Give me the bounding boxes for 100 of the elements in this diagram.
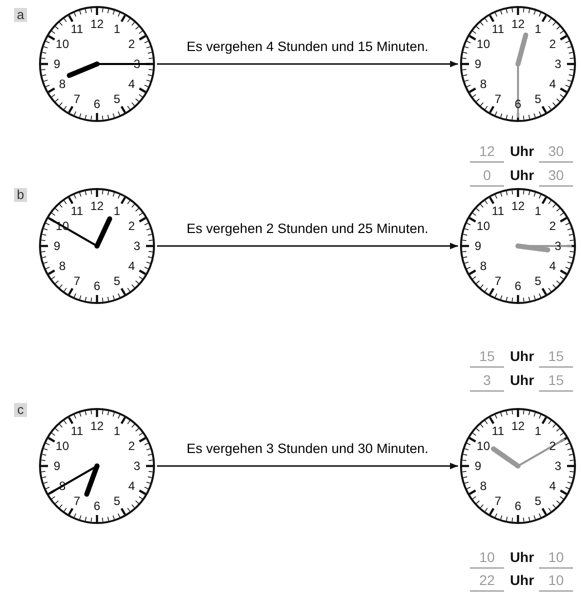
- clock-numeral: 7: [74, 92, 80, 105]
- clock-numeral: 2: [549, 440, 556, 452]
- clock-numeral: 7: [74, 494, 80, 507]
- clock-numeral: 5: [534, 274, 542, 287]
- clock-numeral: 8: [59, 78, 66, 90]
- clock-numeral: 12: [90, 18, 104, 30]
- clock-numeral: 4: [549, 260, 556, 272]
- clock-numeral: 5: [114, 92, 120, 105]
- clock-numeral: 2: [128, 38, 135, 50]
- clock-numeral: 11: [70, 23, 84, 36]
- clock-numeral: 11: [492, 425, 504, 438]
- unit-word: Uhr: [510, 549, 534, 565]
- answer-value: 3: [483, 372, 491, 388]
- clock-numeral: 6: [514, 280, 522, 292]
- clock-numeral: 9: [474, 58, 482, 70]
- clock-numeral: 9: [474, 240, 482, 252]
- clock-numeral: 9: [54, 460, 60, 472]
- clock-numeral: 1: [114, 205, 120, 218]
- clock-numeral: 4: [549, 78, 556, 90]
- clock-face: [459, 407, 577, 525]
- clock-face: [459, 187, 577, 305]
- edge-label: Es vergehen 2 Stunden und 25 Minuten.: [186, 221, 430, 237]
- clock-numeral: 6: [514, 98, 522, 110]
- clock-numeral: 9: [54, 58, 60, 70]
- clock-numeral: 1: [114, 425, 120, 438]
- clock-numeral: 1: [534, 23, 542, 36]
- unit-word: Uhr: [510, 372, 534, 388]
- clock-numeral: 12: [511, 200, 525, 212]
- clock-numeral: 10: [56, 38, 70, 50]
- clock-numeral: 3: [554, 460, 562, 472]
- clock-face: [459, 5, 577, 123]
- clock-numeral: 7: [494, 274, 502, 287]
- clock-face: [38, 187, 156, 305]
- clock-face: [38, 407, 156, 525]
- edge-label: Es vergehen 4 Stunden und 15 Minuten.: [186, 39, 430, 55]
- unit-word: Uhr: [510, 348, 534, 364]
- clock-numeral: 4: [128, 260, 135, 272]
- answer-value: 15: [548, 348, 564, 364]
- edge-label: Es vergehen 3 Stunden und 30 Minuten.: [186, 441, 430, 457]
- clock-numeral: 10: [56, 440, 70, 452]
- clock-numeral: 7: [74, 274, 80, 287]
- clock-numeral: 6: [94, 98, 100, 110]
- arrow: [157, 462, 458, 470]
- answer-value: 10: [548, 549, 564, 565]
- clock-numeral: 5: [114, 274, 120, 287]
- clock-numeral: 1: [534, 205, 542, 218]
- clock-numeral: 8: [480, 78, 487, 90]
- clock-numeral: 3: [554, 240, 562, 252]
- clock-numeral: 5: [534, 92, 542, 105]
- task-letter: c: [14, 403, 27, 417]
- clock-numeral: 8: [59, 260, 66, 272]
- clock-numeral: 4: [128, 480, 135, 492]
- clock-numeral: 5: [114, 494, 120, 507]
- clock-numeral: 9: [474, 460, 482, 472]
- clock-numeral: 6: [514, 500, 522, 512]
- arrow: [157, 60, 458, 68]
- arrow: [157, 242, 458, 250]
- clock-numeral: 11: [70, 205, 84, 218]
- clock-numeral: 10: [476, 220, 490, 232]
- answer-value: 15: [479, 348, 495, 364]
- answer-value: 0: [483, 167, 491, 183]
- clock-numeral: 12: [511, 420, 525, 432]
- task-letter: b: [14, 188, 27, 202]
- clock-numeral: 6: [94, 280, 100, 292]
- clock-numeral: 11: [492, 205, 504, 218]
- clock-numeral: 3: [134, 240, 140, 252]
- clock-numeral: 2: [128, 220, 135, 232]
- clock-face: [38, 5, 156, 123]
- unit-word: Uhr: [510, 143, 534, 159]
- clock-numeral: 1: [114, 23, 120, 36]
- clock-numeral: 7: [494, 92, 502, 105]
- clock-numeral: 10: [476, 38, 490, 50]
- answer-value: 10: [479, 549, 495, 565]
- clock-numeral: 3: [134, 460, 140, 472]
- task-letter: a: [14, 8, 27, 22]
- unit-word: Uhr: [510, 167, 534, 183]
- clock-numeral: 12: [90, 420, 104, 432]
- answer-value: 15: [548, 372, 564, 388]
- answer-value: 30: [548, 167, 564, 183]
- answer-value: 10: [548, 572, 564, 588]
- unit-word: Uhr: [510, 572, 534, 588]
- clock-numeral: 4: [549, 480, 556, 492]
- clock-numeral: 2: [549, 220, 556, 232]
- clock-numeral: 2: [128, 440, 135, 452]
- clock-numeral: 7: [494, 494, 502, 507]
- clock-numeral: 3: [554, 58, 562, 70]
- answer-value: 30: [548, 143, 564, 159]
- clock-numeral: 8: [480, 260, 487, 272]
- clock-numeral: 11: [70, 425, 84, 438]
- answer-value: 22: [479, 572, 495, 588]
- answer-value: 12: [479, 143, 495, 159]
- clock-numeral: 6: [94, 500, 100, 512]
- clock-numeral: 5: [534, 494, 542, 507]
- clock-numeral: 12: [90, 200, 104, 212]
- clock-numeral: 9: [54, 240, 60, 252]
- clock-numeral: 10: [476, 440, 490, 452]
- clock-numeral: 12: [511, 18, 525, 30]
- clock-numeral: 11: [492, 23, 504, 36]
- clock-numeral: 1: [534, 425, 542, 438]
- clock-numeral: 8: [480, 480, 487, 492]
